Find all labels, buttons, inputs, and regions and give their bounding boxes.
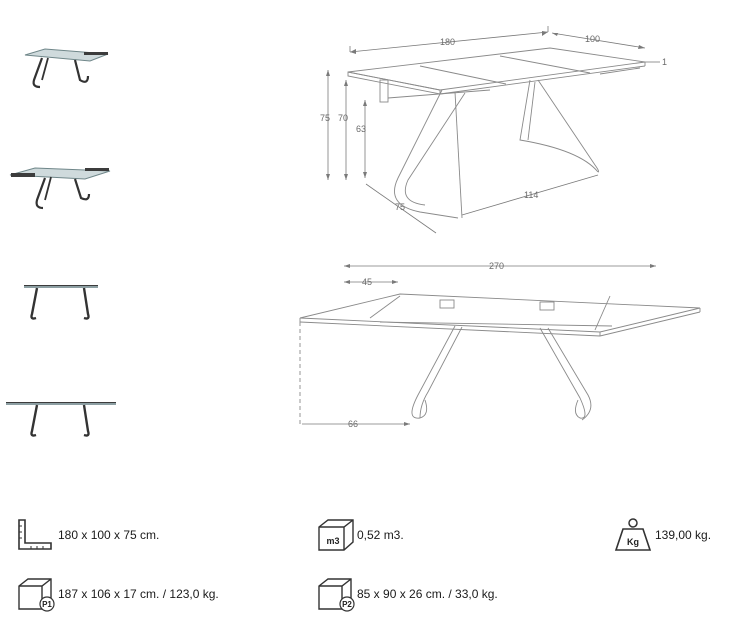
dim-height-apron-label: 63 — [356, 124, 366, 134]
dim-height-total-label: 75 — [320, 113, 330, 123]
dim-extended-length-label: 270 — [489, 261, 504, 271]
dim-length-label: 180 — [440, 37, 455, 47]
weight-icon: Kg — [614, 518, 652, 551]
table-perspective-dimension-drawing: 180 100 1 75 70 63 75 114 — [320, 26, 667, 234]
volume-icon-label: m3 — [326, 536, 339, 546]
package2-icon-label: P2 — [342, 600, 352, 609]
dim-leg-depth-label: 75 — [395, 202, 405, 212]
package1-text: 187 x 106 x 17 cm. / 123,0 kg. — [58, 587, 219, 601]
table-fully-extended-perspective-icon — [9, 167, 111, 210]
dim-depth-label: 100 — [585, 34, 600, 44]
table-extended-perspective-icon — [24, 48, 109, 89]
package2-text: 85 x 90 x 26 cm. / 33,0 kg. — [357, 587, 498, 601]
dim-thickness-label: 1 — [662, 57, 667, 67]
dim-extension-width-label: 45 — [362, 277, 372, 287]
dim-leg-span-label: 114 — [524, 190, 538, 200]
table-front-closed-icon — [24, 285, 98, 320]
dim-leg-offset-label: 66 — [348, 419, 358, 429]
package1-icon-label: P1 — [42, 600, 52, 609]
package2-icon: P2 — [318, 578, 355, 612]
dim-height-frame-label: 70 — [338, 113, 348, 123]
product-size-text: 180 x 100 x 75 cm. — [58, 528, 160, 542]
package1-icon: P1 — [18, 578, 55, 612]
volume-box-icon: m3 — [318, 519, 354, 551]
weight-icon-label: Kg — [627, 537, 639, 547]
product-size-icon — [18, 519, 52, 550]
volume-text: 0,52 m3. — [357, 528, 404, 542]
table-front-extended-icon — [6, 402, 116, 437]
table-extended-dimension-drawing: 270 45 66 — [299, 261, 701, 429]
weight-text: 139,00 kg. — [655, 528, 712, 542]
